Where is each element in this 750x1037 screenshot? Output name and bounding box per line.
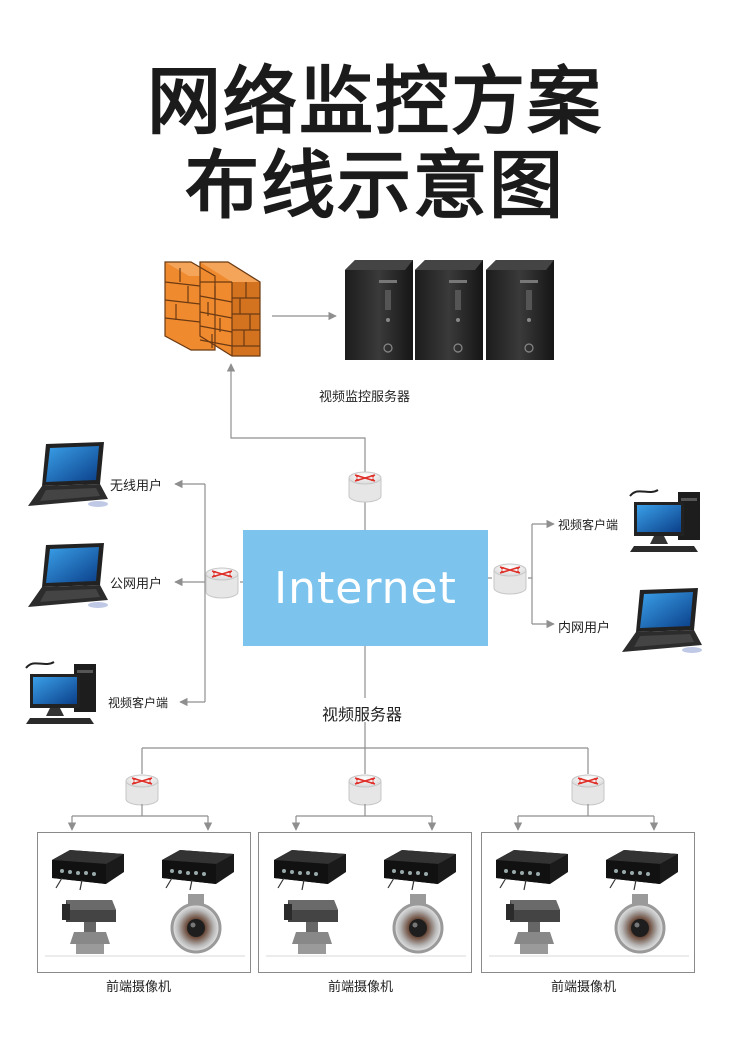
diagram-title-line1: 网络监控方案 <box>147 59 603 145</box>
front-group-3-devices <box>489 849 689 957</box>
encoder-icon <box>273 849 347 891</box>
internet-box: Internet <box>243 530 488 646</box>
front-group-2-devices <box>266 849 466 957</box>
router-icon-group-1 <box>125 774 159 806</box>
router-icon-left <box>205 567 239 599</box>
router-icon-group-3 <box>571 774 605 806</box>
ir-camera-icon <box>614 892 666 954</box>
video-server-label: 视频服务器 <box>322 705 403 724</box>
encoder-icon <box>383 849 457 891</box>
intranet-user-label: 内网用户 <box>558 621 611 636</box>
front-camera-label-1: 前端摄像机 <box>106 980 172 995</box>
encoder-icon <box>495 849 569 891</box>
router-icon-group-2 <box>348 774 382 806</box>
desktop-icon-left-client <box>25 661 97 725</box>
bullet-camera-icon <box>62 900 116 954</box>
right-video-client-label: 视频客户端 <box>558 518 619 532</box>
server-tower-icon-3 <box>485 259 555 361</box>
firewall-icon <box>164 261 261 357</box>
router-to-firewall-line <box>226 363 366 472</box>
router-icon-top <box>348 471 382 503</box>
ir-camera-icon <box>170 892 222 954</box>
server-tower-icon-2 <box>414 259 484 361</box>
bullet-camera-icon <box>506 900 560 954</box>
monitor-server-label: 视频监控服务器 <box>319 390 411 405</box>
diagram-title-line2: 布线示意图 <box>185 143 565 229</box>
ir-camera-icon <box>392 892 444 954</box>
router-icon-right <box>493 563 527 595</box>
front-camera-label-2: 前端摄像机 <box>328 980 394 995</box>
front-group-1-devices <box>45 849 245 957</box>
laptop-icon-wireless <box>28 442 108 507</box>
encoder-icon <box>161 849 235 891</box>
wireless-user-label: 无线用户 <box>110 479 163 494</box>
server-tower-icon-1 <box>344 259 414 361</box>
encoder-icon <box>51 849 125 891</box>
front-camera-label-3: 前端摄像机 <box>551 980 617 995</box>
laptop-icon-public <box>28 543 108 608</box>
left-video-client-label: 视频客户端 <box>108 696 169 710</box>
encoder-icon <box>605 849 679 891</box>
laptop-icon-intranet <box>622 588 702 653</box>
public-user-label: 公网用户 <box>110 577 163 592</box>
bullet-camera-icon <box>284 900 338 954</box>
desktop-icon-right-client <box>629 489 701 553</box>
